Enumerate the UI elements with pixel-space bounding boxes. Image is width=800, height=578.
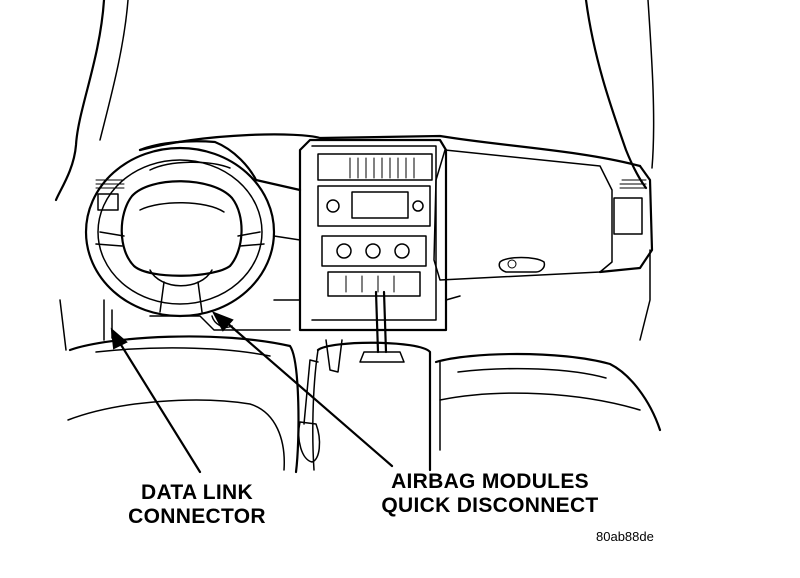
data-link-leader bbox=[116, 338, 202, 474]
steering-wheel bbox=[84, 146, 276, 318]
data-link-arrowhead bbox=[110, 327, 128, 350]
right-a-pillar bbox=[584, 0, 648, 190]
data-link-connector-label: DATA LINK CONNECTOR bbox=[112, 481, 282, 529]
glove-box bbox=[433, 149, 613, 281]
dash-right-end bbox=[598, 164, 654, 274]
airbag-disconnect-label: AIRBAG MODULES QUICK DISCONNECT bbox=[355, 470, 625, 518]
center-vents bbox=[317, 153, 433, 181]
airbag-line2: QUICK DISCONNECT bbox=[381, 494, 599, 517]
airbag-leader bbox=[224, 320, 394, 468]
right-air-vent bbox=[613, 197, 643, 235]
left-a-pillar-inner bbox=[99, 0, 129, 141]
left-a-pillar bbox=[54, 0, 106, 202]
figure-reference: 80ab88de bbox=[596, 529, 654, 544]
airbag-line1: AIRBAG MODULES bbox=[391, 470, 589, 493]
steering-column bbox=[149, 315, 291, 331]
data-link-line2: CONNECTOR bbox=[128, 505, 266, 528]
passenger-seat bbox=[434, 352, 662, 432]
parking-brake bbox=[298, 421, 321, 463]
data-link-line1: DATA LINK bbox=[141, 481, 253, 504]
steering-hub bbox=[120, 180, 243, 277]
right-a-pillar-inner bbox=[647, 0, 655, 169]
airbag-arrowhead bbox=[211, 311, 234, 332]
climate-controls bbox=[321, 235, 427, 267]
center-stack bbox=[298, 138, 448, 332]
radio bbox=[317, 185, 431, 227]
switch-panel bbox=[327, 271, 421, 297]
dash-top bbox=[138, 133, 642, 168]
driver-seat bbox=[68, 335, 300, 474]
instrument-hood bbox=[138, 140, 302, 192]
